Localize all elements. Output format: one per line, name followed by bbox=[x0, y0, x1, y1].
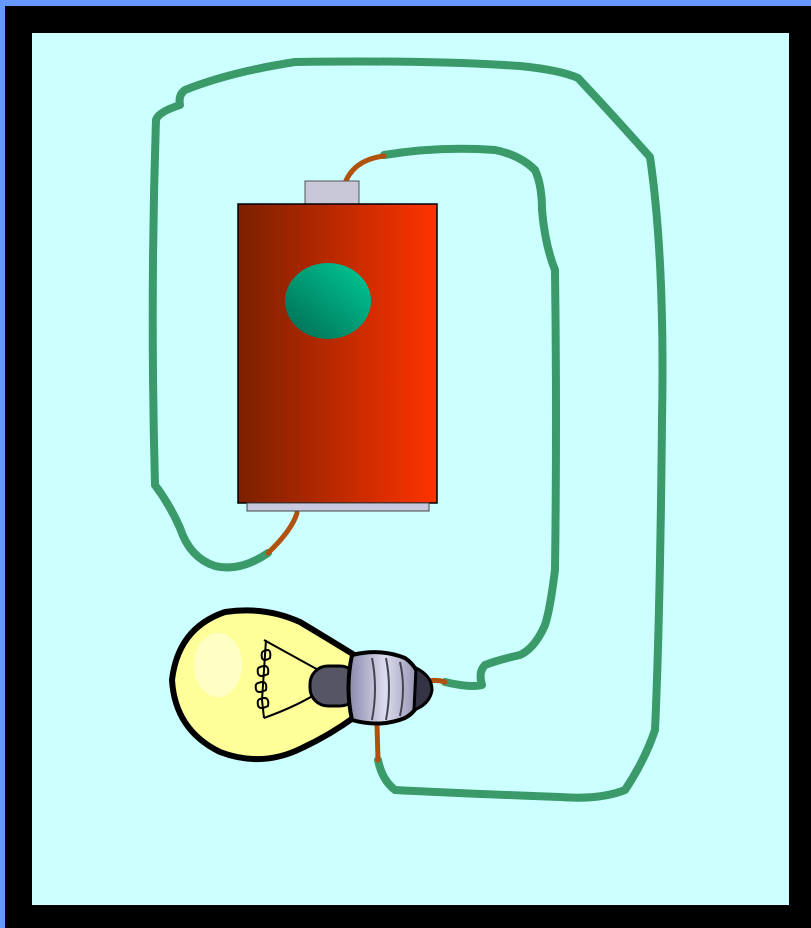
bulb-screw-threads bbox=[371, 657, 404, 721]
battery-label-spot bbox=[285, 263, 371, 339]
battery-bottom-lead bbox=[265, 510, 300, 556]
light-bulb-icon bbox=[169, 607, 434, 763]
battery-body bbox=[237, 203, 438, 504]
wire-inner-loop bbox=[380, 144, 560, 690]
bulb-contact-tip bbox=[412, 665, 434, 713]
bulb-bottom-lead bbox=[374, 721, 381, 763]
wire-outer-loop bbox=[148, 57, 667, 802]
battery-bottom-plate bbox=[246, 502, 430, 512]
circuit-wire bbox=[148, 57, 667, 802]
battery-positive-terminal bbox=[304, 180, 360, 205]
bulb-highlight bbox=[194, 633, 242, 697]
bulb-screw-base bbox=[346, 650, 425, 726]
battery-icon bbox=[237, 180, 438, 512]
